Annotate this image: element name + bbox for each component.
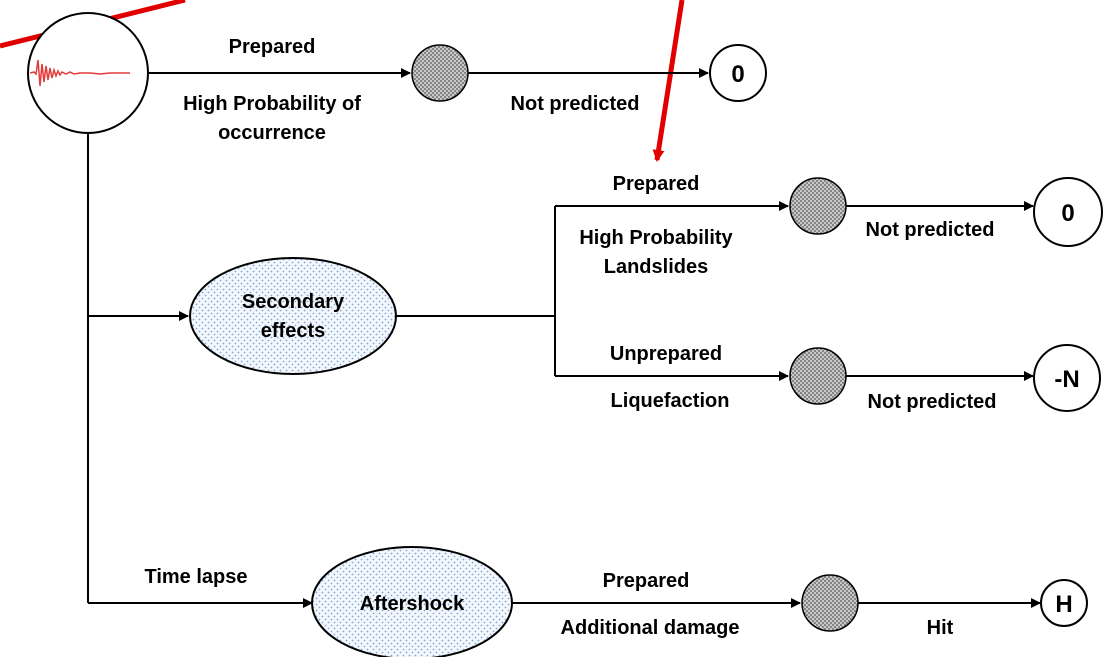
landslide-label-landslides: Landslides (604, 256, 708, 278)
landslide-label-prepared: Prepared (613, 173, 700, 195)
top-branch-label-not-predicted: Not predicted (511, 93, 640, 115)
chance-node-landslides (789, 177, 847, 235)
aftershock-node-label: Aftershock (360, 593, 465, 615)
outcome-landslides-value: 0 (1061, 200, 1074, 227)
outcome-node-top (709, 44, 767, 102)
aftershock-label-additional-damage: Additional damage (561, 617, 740, 639)
aftershock-label-prepared: Prepared (603, 570, 690, 592)
liquefaction-label-unprepared: Unprepared (610, 343, 722, 365)
outcome-liquefaction-value: -N (1054, 366, 1079, 393)
landslide-label-not-predicted: Not predicted (866, 219, 995, 241)
earthquake-root-node (27, 12, 149, 134)
top-branch-label-probability-line1: High Probability of (183, 93, 361, 115)
annotation-arrow-down (652, 0, 685, 162)
secondary-effects-node (189, 257, 397, 375)
secondary-effects-line1: Secondary (242, 291, 345, 313)
aftershock-label-hit: Hit (927, 617, 954, 639)
top-branch-label-prepared: Prepared (229, 36, 316, 58)
outcome-node-landslides (1033, 177, 1103, 247)
landslide-label-probability: High Probability (579, 227, 733, 249)
chance-node-liquefaction (789, 347, 847, 405)
liquefaction-label-liquefaction: Liquefaction (611, 390, 730, 412)
outcome-node-aftershock (1040, 579, 1088, 627)
secondary-effects-line2: effects (261, 320, 325, 342)
chance-node-top (411, 44, 469, 102)
chance-node-aftershock (801, 574, 859, 632)
top-branch-label-probability-line2: occurrence (218, 122, 326, 144)
liquefaction-label-not-predicted: Not predicted (868, 391, 997, 413)
outcome-node-liquefaction (1033, 344, 1101, 412)
outcome-top-value: 0 (731, 61, 744, 88)
aftershock-label-time-lapse: Time lapse (144, 566, 247, 588)
seismogram-icon (29, 59, 130, 87)
outcome-aftershock-value: H (1055, 591, 1072, 618)
